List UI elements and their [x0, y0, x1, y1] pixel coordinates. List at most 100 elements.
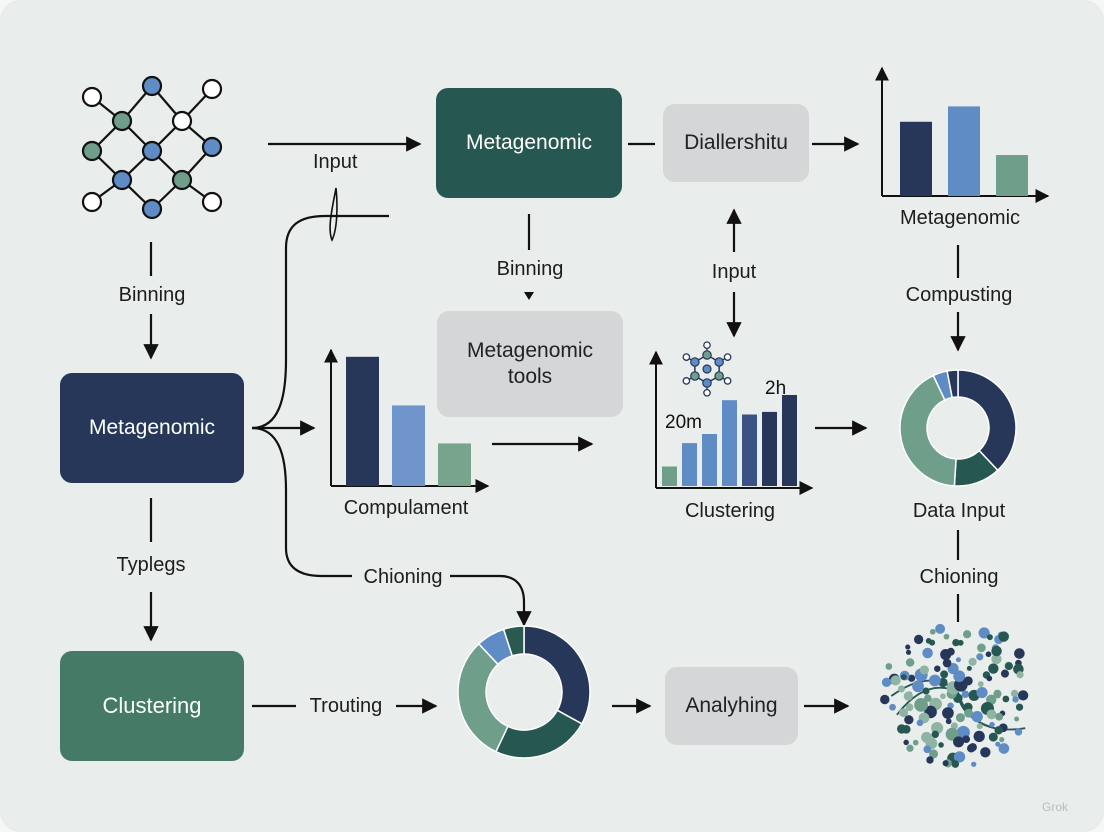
donut0-slice-4	[946, 369, 959, 399]
donut0-slice-2	[899, 374, 957, 487]
particle-70	[985, 651, 992, 658]
donut1-slice-4	[502, 625, 525, 657]
particle-58	[953, 736, 965, 748]
label-compusting: Compusting	[905, 284, 1013, 306]
input-drop	[329, 187, 338, 242]
particle-84	[904, 715, 914, 725]
particle-12	[976, 687, 988, 699]
particle-77	[988, 732, 998, 742]
particle-117	[935, 623, 946, 634]
particle-99	[1014, 716, 1020, 722]
molecule-atom-2	[690, 371, 700, 381]
metagenomic-left-box[interactable]: Metagenomic	[60, 373, 244, 483]
particle-135	[885, 663, 893, 670]
particle-112	[890, 675, 901, 686]
particle-9	[938, 677, 948, 688]
label-binning-left: Binning	[118, 284, 186, 306]
diallershitu-box[interactable]: Diallershitu	[663, 104, 809, 182]
particle-80	[938, 742, 944, 748]
particle-127	[971, 761, 977, 767]
particle-68	[957, 639, 964, 646]
particle-73	[1002, 695, 1010, 703]
particle-8	[940, 693, 946, 700]
donut1-slice-0	[523, 625, 591, 725]
particle-13	[964, 708, 974, 718]
network-node-3	[111, 110, 133, 132]
particle-101	[995, 741, 1001, 747]
particle-51	[988, 663, 999, 674]
chart0-bar-2	[996, 155, 1028, 196]
label-typlegs: Typlegs	[116, 554, 186, 576]
network-node-11	[141, 198, 163, 220]
particle-102	[980, 747, 991, 758]
particle-56	[973, 730, 985, 743]
particle-123	[1016, 671, 1024, 679]
particle-97	[1012, 696, 1019, 703]
particle-30	[934, 665, 941, 672]
molecule-outer-atom-3	[682, 353, 691, 361]
particle-90	[929, 639, 936, 646]
label-input-top: Input	[313, 151, 358, 173]
particle-35	[986, 675, 993, 682]
bar-chart-clustering	[649, 350, 814, 495]
analyhing-box[interactable]: Analyhing	[665, 667, 798, 745]
particle-64	[907, 674, 916, 682]
particle-71	[991, 653, 1002, 665]
molecule-core-atom	[702, 364, 712, 374]
particle-33	[968, 657, 977, 666]
network-graph-icon	[81, 75, 223, 220]
molecule-icon	[682, 341, 732, 397]
particle-57	[962, 735, 971, 744]
annotation-20m: 20m	[665, 412, 702, 433]
particle-14	[955, 713, 965, 723]
particle-87	[900, 674, 907, 681]
chart2-bar-0	[662, 466, 677, 486]
molecule-outer-atom-2	[682, 377, 691, 385]
particle-54	[995, 712, 1004, 721]
particle-105	[923, 745, 932, 754]
particle-118	[978, 627, 990, 639]
donut-chart-bottom	[457, 625, 591, 759]
label-metagenomic-chart: Metagenomic	[899, 207, 1021, 229]
particle-32	[955, 657, 962, 663]
particle-10	[953, 670, 966, 683]
molecule-atom-1	[702, 378, 712, 388]
donut-chart-data-input	[899, 369, 1017, 487]
network-node-1	[141, 75, 163, 97]
particle-115	[913, 634, 924, 645]
bar-chart-metagenomic	[875, 66, 1050, 203]
particle-38	[976, 723, 983, 730]
molecule-outer-atom-4	[703, 341, 711, 350]
particle-92	[962, 630, 972, 639]
network-node-4	[171, 110, 193, 132]
particle-18	[940, 670, 949, 679]
metagenomic-top-box[interactable]: Metagenomic	[436, 88, 622, 198]
chart0-bar-1	[948, 106, 980, 196]
particle-24	[971, 710, 983, 723]
particle-37	[986, 709, 997, 720]
network-node-2	[201, 78, 223, 100]
particle-26	[945, 718, 952, 725]
particle-109	[897, 724, 907, 734]
chart2-bar-4	[742, 414, 757, 486]
particle-125	[1014, 728, 1023, 736]
particle-130	[942, 760, 949, 767]
particle-96	[1005, 662, 1013, 671]
particle-15	[942, 707, 954, 719]
molecule-outer-atom-5	[723, 353, 732, 361]
particle-52	[993, 689, 1002, 698]
chart0-bar-0	[900, 121, 932, 196]
label-compulament: Compulament	[343, 497, 469, 519]
network-node-8	[111, 169, 133, 191]
particle-74	[1010, 689, 1019, 698]
particle-50	[976, 653, 984, 661]
particle-17	[929, 674, 941, 687]
particle-76	[994, 726, 1003, 735]
grok-watermark: Grok	[1041, 800, 1068, 814]
particle-0	[961, 690, 970, 699]
clustering-box[interactable]: Clustering	[60, 651, 244, 761]
chart2-bar-3	[722, 400, 737, 486]
